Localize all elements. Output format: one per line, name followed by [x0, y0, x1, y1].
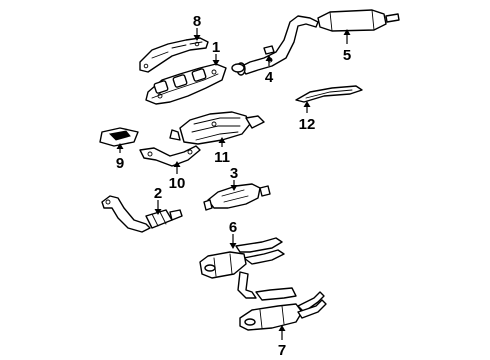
part-4-flange-pipe — [231, 45, 275, 73]
callout-6: 6 — [229, 219, 237, 236]
callout-10: 10 — [169, 175, 186, 192]
part-11-catalytic-converter — [169, 111, 265, 145]
part-3-catalytic-converter — [203, 183, 271, 211]
callout-2: 2 — [154, 185, 162, 202]
part-10-front-pipe-bracket — [139, 145, 201, 167]
part-9-gasket — [99, 127, 139, 147]
callout-3: 3 — [230, 165, 238, 182]
part-1-exhaust-manifold — [145, 63, 227, 105]
callout-5: 5 — [343, 47, 351, 64]
callout-11: 11 — [214, 149, 230, 166]
part-6-muffler-y-pipe — [199, 237, 285, 299]
callout-8: 8 — [193, 13, 201, 30]
part-5-muffler-assembly — [236, 9, 400, 76]
part-7-rear-muffler — [239, 287, 327, 331]
part-8-heat-shield — [139, 37, 209, 73]
callout-9: 9 — [116, 155, 124, 172]
callout-labels: 8 1 5 4 12 9 11 10 3 2 6 7 — [116, 13, 351, 359]
part-12-heat-shield — [295, 85, 363, 103]
callout-leaders — [116, 28, 351, 340]
callout-12: 12 — [299, 116, 316, 133]
part-2-front-pipe — [101, 195, 183, 233]
callout-7: 7 — [278, 342, 286, 359]
callout-1: 1 — [212, 39, 220, 56]
callout-4: 4 — [265, 69, 274, 86]
